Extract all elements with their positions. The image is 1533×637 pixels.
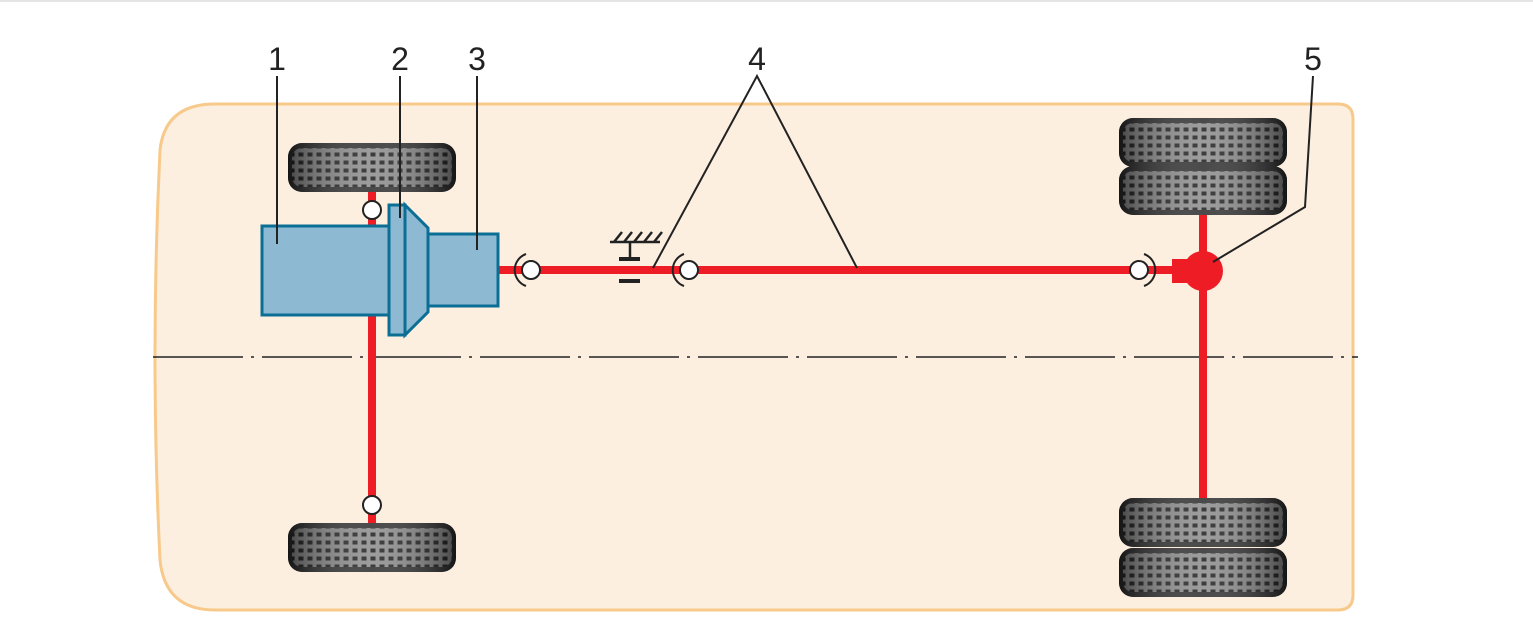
front-axle (368, 190, 376, 525)
gearbox (426, 232, 500, 308)
front-joint-bottom (362, 495, 382, 515)
universal-joint-2 (671, 253, 699, 287)
universal-joint-1 (513, 253, 541, 287)
label-1-engine: 1 (268, 41, 286, 77)
rear-left-inner-tire (1119, 166, 1287, 215)
leader-lines (276, 73, 1314, 269)
propeller-shaft (498, 266, 1188, 274)
front-joint-top (362, 200, 382, 220)
rear-left-outer-tire (1119, 118, 1287, 167)
label-3-gearbox: 3 (468, 41, 486, 77)
engine (260, 224, 392, 317)
label-2-clutch: 2 (391, 41, 409, 77)
label-5-differential: 5 (1304, 41, 1322, 77)
universal-joint-3 (1129, 253, 1157, 287)
label-4-propeller-shaft: 4 (748, 41, 766, 77)
rear-right-outer-tire (1119, 548, 1287, 597)
front-right-tire (288, 523, 456, 572)
rear-axle (1199, 212, 1207, 502)
front-left-tire (288, 143, 456, 192)
clutch (387, 201, 430, 339)
rear-right-inner-tire (1119, 498, 1287, 547)
center-bearing (610, 231, 663, 283)
